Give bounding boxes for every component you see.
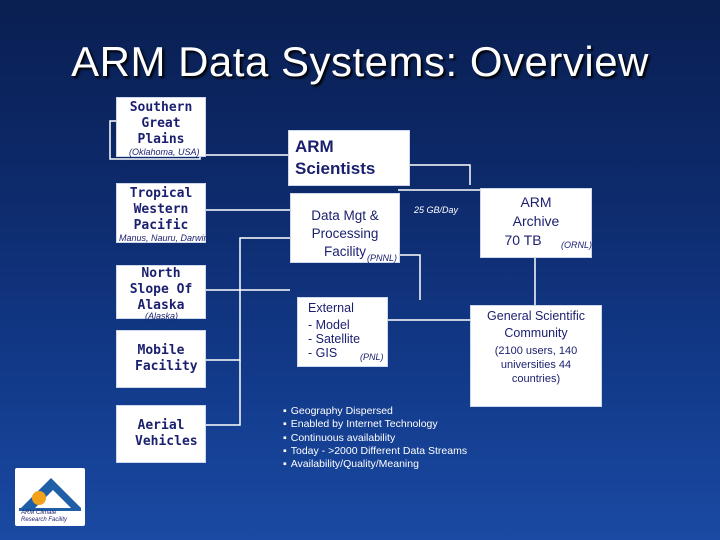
site-aerial-vehicles: Aerial Vehicles: [116, 405, 206, 463]
community-label: General Scientific Community: [487, 309, 585, 340]
site-sub: (Alaska): [145, 311, 179, 321]
arm-scientists-label: ARM Scientists: [295, 137, 376, 178]
line-nsa-processing: [205, 237, 290, 291]
site-north-slope-alaska: North Slope Of Alaska (Alaska): [116, 265, 206, 321]
community-detail: (2100 users, 140 universities 44 countri…: [494, 345, 578, 385]
bullet-item: Enabled by Internet Technology: [283, 418, 467, 431]
slide-title: ARM Data Systems: Overview: [71, 38, 649, 85]
archive-line3: 70 TB: [504, 232, 542, 248]
general-community-box: General Scientific Community (2100 users…: [470, 305, 602, 407]
site-label: Southern Great Plains: [129, 100, 193, 147]
arm-logo: ARM Climate Research Facility: [15, 468, 85, 526]
site-label: Aerial Vehicles: [135, 418, 198, 449]
external-sub: (PNL): [360, 352, 384, 362]
site-mobile-facility: Mobile Facility: [116, 330, 206, 388]
logo-text: ARM Climate Research Facility: [21, 510, 68, 523]
archive-sub: (ORNL): [561, 240, 592, 250]
arm-archive-box: ARM Archive 70 TB (ORNL): [480, 188, 592, 258]
site-southern-great-plains: Southern Great Plains (Oklahoma, USA): [116, 97, 206, 157]
bullet-item: Availability/Quality/Meaning: [283, 458, 467, 471]
processing-facility-box: Data Mgt & Processing Facility (PNNL): [290, 193, 400, 263]
site-label: Mobile Facility: [135, 343, 198, 374]
flow-rate-label: 25 GB/Day: [414, 205, 459, 215]
bullet-item: Geography Dispersed: [283, 405, 467, 418]
arm-scientists-box: ARM Scientists: [288, 130, 410, 186]
line-aerial-processing: [205, 360, 241, 426]
site-sub: Manus, Nauru, Darwin: [119, 233, 209, 243]
external-title: External: [308, 301, 354, 315]
bullet-item: Continuous availability: [283, 432, 467, 445]
external-item-model: - Model: [308, 318, 350, 332]
feature-bullets: Geography Dispersed Enabled by Internet …: [283, 405, 467, 471]
line-sgp-scientists: [109, 120, 288, 160]
external-box: External - Model - Satellite - GIS (PNL): [297, 297, 388, 367]
site-label: Tropical Western Pacific: [129, 186, 193, 233]
archive-line2: Archive: [512, 213, 560, 229]
site-tropical-western-pacific: Tropical Western Pacific Manus, Nauru, D…: [116, 183, 209, 243]
archive-line1: ARM: [520, 194, 552, 210]
line-mobile-processing: [205, 289, 290, 361]
processing-facility-label: Data Mgt & Processing Facility: [311, 208, 379, 259]
logo-mountain-icon: [19, 478, 81, 511]
archive-line3-wrap: 70 TB (ORNL): [481, 231, 592, 250]
line-processing-external: [398, 254, 421, 300]
line-scientists-archive: [408, 164, 471, 185]
processing-sub: (PNNL): [367, 253, 398, 263]
external-item-satellite: - Satellite: [308, 332, 361, 346]
external-item-gis: - GIS: [308, 346, 338, 360]
site-label: North Slope Of Alaska: [129, 266, 193, 313]
site-sub: (Oklahoma, USA): [129, 147, 200, 157]
bullet-item: Today - >2000 Different Data Streams: [283, 445, 467, 458]
